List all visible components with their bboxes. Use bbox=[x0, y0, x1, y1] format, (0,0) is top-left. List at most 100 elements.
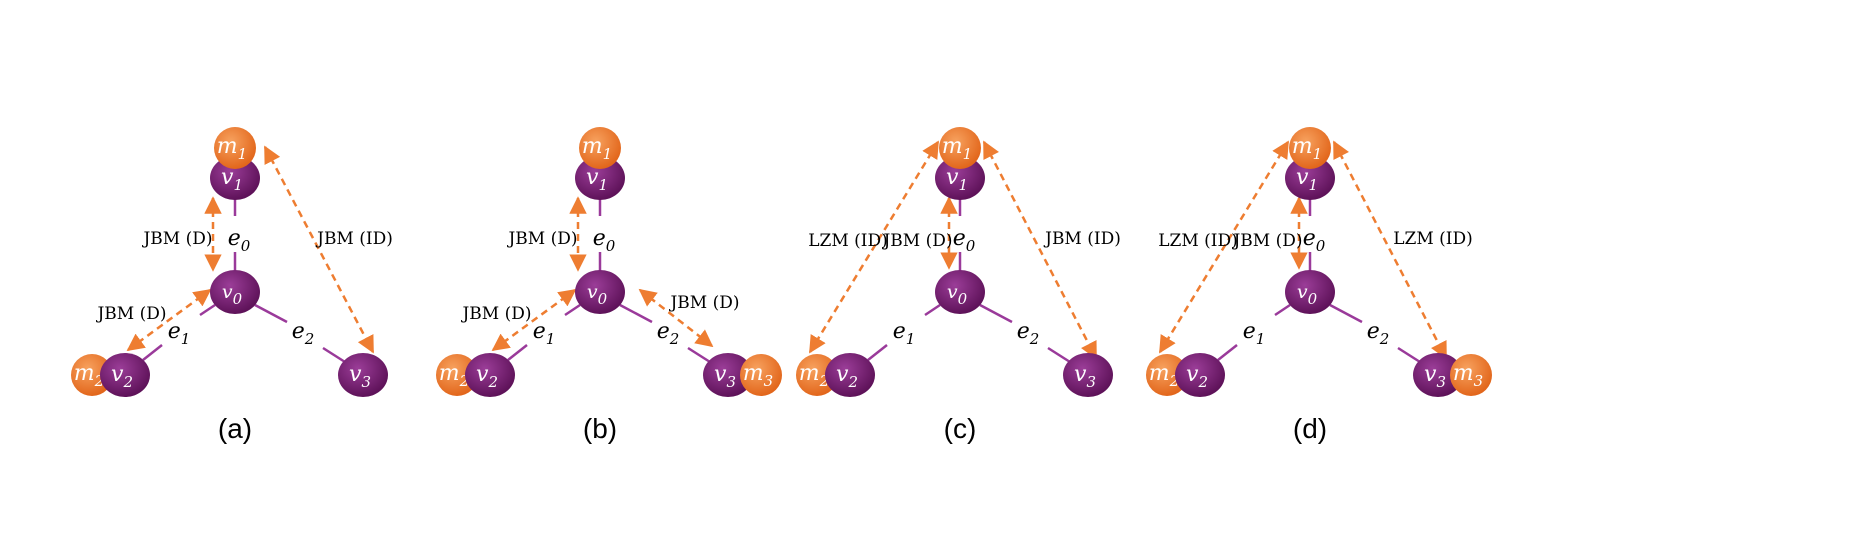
panel-caption: (b) bbox=[583, 413, 617, 444]
machine-m3-label: m3 bbox=[1453, 361, 1483, 390]
mapping-label-v1-v0: JBM (D) bbox=[141, 229, 212, 249]
mapping-label-m1-m2: LZM (ID) bbox=[1158, 231, 1238, 251]
vertex-v0-circle bbox=[575, 270, 625, 314]
mapping-link-v2-v0 bbox=[491, 288, 577, 352]
machine-m3-circle bbox=[740, 354, 782, 396]
edge-line-e2 bbox=[979, 303, 1013, 324]
mapping-label-v2-v0: JBM (D) bbox=[460, 304, 531, 324]
machine-m2-label: m2 bbox=[1149, 361, 1179, 390]
edge-label-e2: e2 bbox=[292, 319, 315, 348]
mapping-label-m1-v3: JBM (ID) bbox=[1043, 229, 1121, 249]
vertex-v2-label: v2 bbox=[1186, 362, 1208, 391]
machine-m2-circle bbox=[71, 354, 113, 396]
edge-line-e2 bbox=[1329, 303, 1363, 324]
vertex-v1-label: v1 bbox=[221, 165, 243, 194]
panel-caption: (a) bbox=[218, 413, 252, 444]
vertex-v3-circle bbox=[1063, 353, 1113, 397]
machine-m3-circle bbox=[1450, 354, 1492, 396]
machine-m1-label: m1 bbox=[942, 134, 972, 163]
edge-label-e2: e2 bbox=[657, 319, 680, 348]
vertex-v2-label: v2 bbox=[836, 362, 858, 391]
edge-line-e1 bbox=[507, 344, 528, 361]
mapping-label-v2-v0: JBM (D) bbox=[95, 304, 166, 324]
vertex-v0-label: v0 bbox=[222, 281, 243, 308]
machine-m2-label: m2 bbox=[74, 361, 104, 390]
vertex-v2-circle bbox=[825, 353, 875, 397]
edge-label-e1: e1 bbox=[168, 319, 191, 348]
edge-line-e1 bbox=[142, 344, 163, 361]
machine-m1-circle bbox=[579, 127, 621, 169]
vertex-v0-label: v0 bbox=[947, 281, 968, 308]
vertex-v3-label: v3 bbox=[1424, 362, 1446, 391]
vertex-v0-circle bbox=[1285, 270, 1335, 314]
mapping-label-v1-v0: JBM (D) bbox=[506, 229, 577, 249]
edge-line-e1 bbox=[199, 303, 216, 317]
machine-m1-label: m1 bbox=[582, 134, 612, 163]
edge-line-e1 bbox=[867, 344, 888, 361]
mapping-link-m1-m2 bbox=[1158, 140, 1290, 354]
mapping-label-m1-m2: LZM (ID) bbox=[808, 231, 888, 251]
vertex-v3-circle bbox=[338, 353, 388, 397]
mapping-label-m1-v3: LZM (ID) bbox=[1393, 229, 1473, 249]
edge-line-e2 bbox=[687, 346, 711, 364]
machine-m2-circle bbox=[796, 354, 838, 396]
panel-caption: (c) bbox=[944, 413, 977, 444]
machine-m2-label: m2 bbox=[439, 361, 469, 390]
machine-m1-circle bbox=[214, 127, 256, 169]
edge-label-e2: e2 bbox=[1367, 319, 1390, 348]
machine-m2-label: m2 bbox=[799, 361, 829, 390]
edge-line-e2 bbox=[1047, 346, 1071, 364]
edge-label-e0: e0 bbox=[1303, 226, 1326, 255]
edge-line-e2 bbox=[1397, 346, 1421, 364]
machine-m2-circle bbox=[1146, 354, 1188, 396]
vertex-v3-label: v3 bbox=[349, 362, 371, 391]
edge-label-e1: e1 bbox=[1243, 319, 1266, 348]
vertex-v3-label: v3 bbox=[714, 362, 736, 391]
mapping-label-v3-m1: JBM (ID) bbox=[315, 229, 393, 249]
vertex-v2-circle bbox=[465, 353, 515, 397]
panel-caption: (d) bbox=[1293, 413, 1327, 444]
vertex-v1-circle bbox=[210, 156, 260, 200]
machine-m3-label: m3 bbox=[743, 361, 773, 390]
edge-label-e2: e2 bbox=[1017, 319, 1040, 348]
edge-line-e1 bbox=[1274, 303, 1291, 317]
mapping-link-v2-v0 bbox=[126, 288, 212, 352]
edge-label-e1: e1 bbox=[533, 319, 556, 348]
edge-label-e0: e0 bbox=[228, 226, 251, 255]
machine-m1-label: m1 bbox=[1292, 134, 1322, 163]
vertex-v3-label: v3 bbox=[1074, 362, 1096, 391]
vertex-v2-label: v2 bbox=[476, 362, 498, 391]
edge-line-e2 bbox=[619, 303, 653, 324]
mapping-label-v0-v3: JBM (D) bbox=[668, 293, 739, 313]
mapping-label-v1-v0: JBM (D) bbox=[881, 231, 952, 251]
edge-line-e1 bbox=[564, 303, 581, 317]
edge-label-e0: e0 bbox=[953, 226, 976, 255]
vertex-v2-circle bbox=[100, 353, 150, 397]
edge-line-e1 bbox=[924, 303, 941, 317]
edge-line-e2 bbox=[322, 346, 346, 364]
machine-m1-circle bbox=[1289, 127, 1331, 169]
edge-label-e0: e0 bbox=[593, 226, 616, 255]
vertex-v2-label: v2 bbox=[111, 362, 133, 391]
vertex-v1-circle bbox=[1285, 156, 1335, 200]
mapping-link-m1-v3 bbox=[1332, 140, 1448, 360]
vertex-v0-circle bbox=[210, 270, 260, 314]
vertex-v0-label: v0 bbox=[1297, 281, 1318, 308]
vertex-v1-circle bbox=[575, 156, 625, 200]
vertex-v3-circle bbox=[703, 353, 753, 397]
vertex-v1-circle bbox=[935, 156, 985, 200]
vertex-v1-label: v1 bbox=[946, 165, 968, 194]
machine-m1-label: m1 bbox=[217, 134, 247, 163]
mapping-label-v1-v0: JBM (D) bbox=[1231, 231, 1302, 251]
vertex-v2-circle bbox=[1175, 353, 1225, 397]
vertex-v1-label: v1 bbox=[1296, 165, 1318, 194]
vertex-v0-circle bbox=[935, 270, 985, 314]
mapping-link-v0-v3 bbox=[638, 288, 714, 348]
machine-m2-circle bbox=[436, 354, 478, 396]
vertex-v3-circle bbox=[1413, 353, 1463, 397]
mapping-link-m1-m2 bbox=[808, 140, 940, 354]
